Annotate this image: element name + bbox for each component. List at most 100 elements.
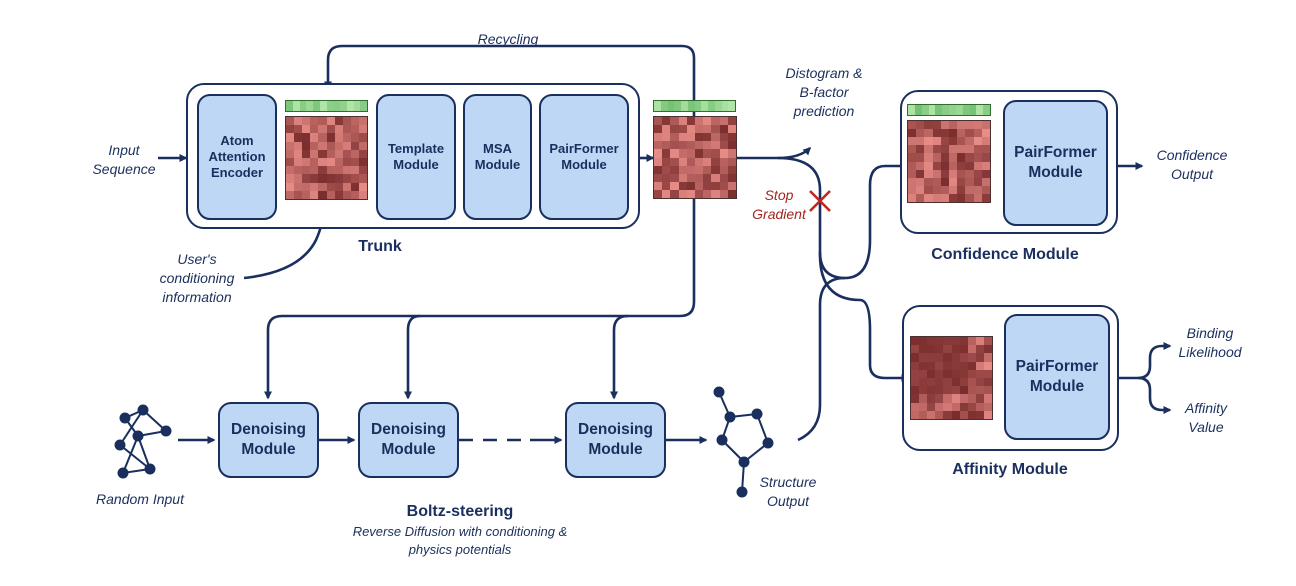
matrix-cell xyxy=(975,337,984,346)
matrix-cell xyxy=(919,402,928,411)
sequence-cell xyxy=(333,101,340,111)
matrix-cell xyxy=(983,377,992,387)
sequence-cell xyxy=(681,101,688,111)
matrix-cell xyxy=(975,353,984,362)
matrix-cell xyxy=(965,177,974,186)
matrix-cell xyxy=(943,337,952,346)
sequence-cell xyxy=(942,105,949,115)
matrix-cell xyxy=(940,137,949,146)
matrix-cell xyxy=(927,386,936,395)
matrix-cell xyxy=(286,149,295,158)
sequence-cell xyxy=(935,105,943,115)
matrix-cell xyxy=(350,190,359,199)
matrix-cell xyxy=(983,394,992,403)
matrix-cell xyxy=(967,377,976,387)
matrix-cell xyxy=(967,369,976,378)
matrix-cell xyxy=(959,386,968,395)
matrix-cell xyxy=(957,121,966,130)
matrix-cell xyxy=(326,182,335,191)
matrix-cell xyxy=(927,345,936,354)
matrix-cell xyxy=(310,141,319,150)
matrix-cell xyxy=(358,149,367,158)
matrix-cell xyxy=(654,173,663,182)
matrix-cell xyxy=(342,149,351,158)
matrix-cell xyxy=(703,157,712,166)
matrix-cell xyxy=(919,377,928,387)
matrix-cell xyxy=(302,166,311,175)
matrix-cell xyxy=(686,149,695,158)
matrix-cell xyxy=(975,410,984,419)
matrix-cell xyxy=(911,345,920,354)
matrix-cell xyxy=(678,173,687,182)
confidence-pair-matrix xyxy=(907,120,991,203)
matrix-cell xyxy=(911,410,920,419)
template-module: Template Module xyxy=(376,94,456,220)
matrix-cell xyxy=(302,149,311,158)
matrix-cell xyxy=(358,133,367,142)
matrix-cell xyxy=(935,345,944,354)
sequence-cell xyxy=(313,101,320,111)
matrix-cell xyxy=(932,153,941,162)
matrix-cell xyxy=(342,125,351,134)
matrix-cell xyxy=(662,133,671,142)
matrix-cell xyxy=(908,129,917,138)
sequence-cell xyxy=(983,105,990,115)
matrix-cell xyxy=(334,157,343,167)
sequence-cell xyxy=(969,105,977,115)
sequence-cell xyxy=(299,101,307,111)
matrix-cell xyxy=(318,117,327,126)
matrix-cell xyxy=(935,337,944,346)
sequence-cell xyxy=(360,101,367,111)
matrix-cell xyxy=(318,174,327,183)
matrix-cell xyxy=(686,117,695,126)
structure-to-heads-arrow xyxy=(797,276,846,442)
boltz-steering-title: Boltz-steering xyxy=(406,503,514,520)
matrix-cell xyxy=(662,125,671,134)
matrix-cell xyxy=(318,166,327,175)
trunk-title: Trunk xyxy=(358,238,402,255)
sequence-cell xyxy=(728,101,735,111)
matrix-cell xyxy=(940,185,949,194)
matrix-cell xyxy=(981,153,990,162)
matrix-cell xyxy=(727,117,736,126)
matrix-cell xyxy=(932,161,941,170)
sequence-cell xyxy=(928,105,936,115)
matrix-cell xyxy=(924,185,933,194)
matrix-cell xyxy=(678,141,687,150)
matrix-cell xyxy=(935,410,944,419)
matrix-cell xyxy=(983,386,992,395)
matrix-cell xyxy=(951,345,960,354)
matrix-cell xyxy=(350,166,359,175)
matrix-cell xyxy=(943,402,952,411)
matrix-cell xyxy=(943,386,952,395)
matrix-cell xyxy=(975,386,984,395)
sequence-cell xyxy=(353,101,361,111)
matrix-cell xyxy=(670,141,679,150)
matrix-cell xyxy=(924,145,933,154)
matrix-cell xyxy=(951,394,960,403)
matrix-cell xyxy=(981,129,990,138)
matrix-cell xyxy=(694,165,704,174)
matrix-cell xyxy=(924,121,933,130)
matrix-cell xyxy=(719,157,728,166)
matrix-cell xyxy=(919,369,928,378)
matrix-cell xyxy=(908,185,917,194)
matrix-cell xyxy=(981,193,990,202)
matrix-cell xyxy=(908,193,917,202)
matrix-cell xyxy=(334,166,343,175)
sequence-cell xyxy=(292,101,300,111)
affinity-value-arrow xyxy=(1137,376,1172,414)
matrix-cell xyxy=(654,165,663,174)
sequence-cell xyxy=(908,105,915,115)
matrix-cell xyxy=(310,190,319,199)
matrix-cell xyxy=(711,165,720,174)
matrix-cell xyxy=(286,190,295,199)
matrix-cell xyxy=(932,145,941,154)
sequence-cell xyxy=(687,101,695,111)
matrix-cell xyxy=(711,157,720,166)
confidence-title: Confidence Module xyxy=(931,246,1079,263)
matrix-cell xyxy=(286,125,295,134)
matrix-cell xyxy=(286,141,295,150)
matrix-cell xyxy=(967,353,976,362)
matrix-cell xyxy=(310,133,319,142)
